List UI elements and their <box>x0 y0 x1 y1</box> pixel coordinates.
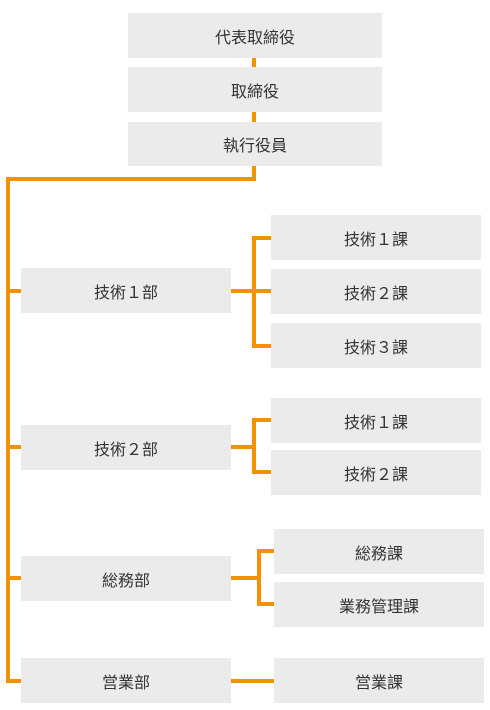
connector-director-officer <box>252 112 256 122</box>
box-executive-officer: 執行役員 <box>128 122 382 166</box>
box-tech1-section-2: 技術２課 <box>271 269 481 314</box>
connector-tech2-sec2 <box>252 470 271 474</box>
connector-general-sec2 <box>257 602 274 606</box>
box-tech2-section-1: 技術１課 <box>271 398 481 443</box>
connector-trunk-dept-general <box>6 576 21 580</box>
connector-general-vertical <box>257 549 261 606</box>
box-sales-section-1: 営業課 <box>274 658 484 703</box>
connector-general-out <box>231 576 261 580</box>
connector-officer-horizontal <box>6 177 256 181</box>
box-dept-tech2: 技術２部 <box>21 425 231 470</box>
connector-trunk-dept-tech2 <box>6 445 21 449</box>
connector-ceo-director <box>252 58 256 67</box>
connector-tech1-sec3 <box>252 344 271 348</box>
box-general-section-2: 業務管理課 <box>274 582 484 627</box>
box-director: 取締役 <box>128 67 382 112</box>
box-tech1-section-3: 技術３課 <box>271 323 481 368</box>
connector-tech2-vertical <box>252 418 256 474</box>
connector-officer-down <box>252 166 256 181</box>
connector-tech1-sec1 <box>252 236 271 240</box>
connector-tech1-sec2 <box>252 289 271 293</box>
connector-tech2-sec1 <box>252 418 271 422</box>
connector-trunk-dept-tech1 <box>6 289 21 293</box>
main-trunk <box>6 177 10 683</box>
box-dept-tech1: 技術１部 <box>21 268 231 313</box>
box-tech1-section-1: 技術１課 <box>271 215 481 260</box>
connector-sales-out <box>231 679 274 683</box>
box-dept-general-affairs: 総務部 <box>21 556 231 601</box>
box-general-section-1: 総務課 <box>274 529 484 574</box>
box-dept-sales: 営業部 <box>21 658 231 703</box>
box-tech2-section-2: 技術２課 <box>271 450 481 495</box>
connector-tech1-out <box>231 289 256 293</box>
connector-tech2-out <box>231 445 256 449</box>
box-representative-director: 代表取締役 <box>128 13 382 58</box>
connector-trunk-dept-sales <box>6 679 21 683</box>
connector-general-sec1 <box>257 549 274 553</box>
